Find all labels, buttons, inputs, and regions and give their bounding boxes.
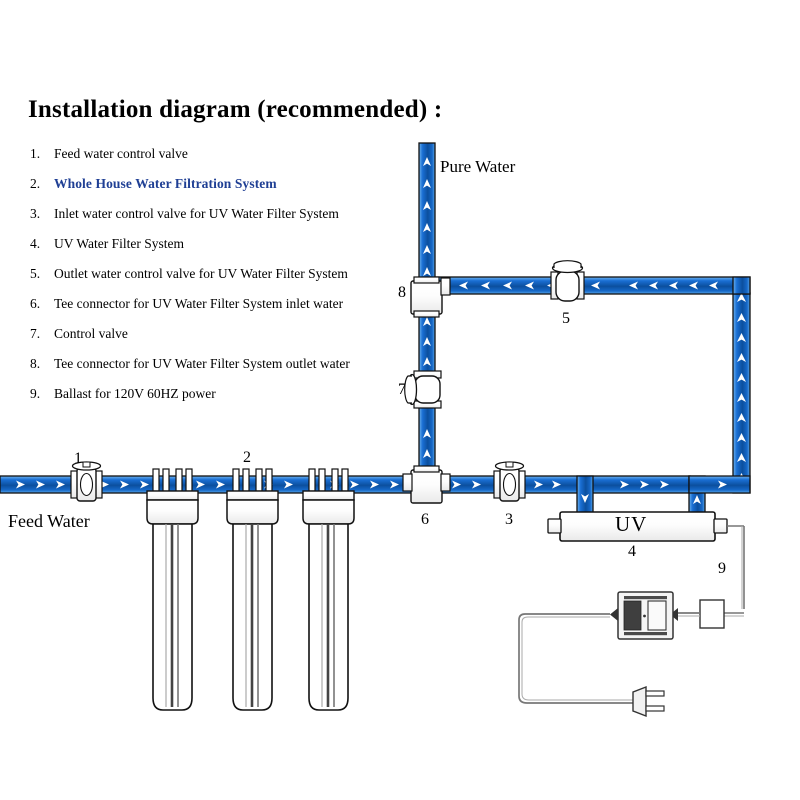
- filter-housing-3: [302, 468, 355, 711]
- callout-7: 7: [398, 381, 406, 398]
- legend-item-label: UV Water Filter System: [54, 236, 185, 251]
- callout-9: 9: [718, 560, 726, 577]
- legend-item-3: 3. Inlet water control valve for UV Wate…: [30, 206, 410, 236]
- flow-arrow-uv-outlet: [693, 495, 701, 504]
- legend-item-label: Tee connector for UV Water Filter System…: [54, 296, 344, 311]
- legend-item-label: Feed water control valve: [54, 146, 188, 161]
- valve-feed-water[interactable]: [70, 461, 103, 502]
- legend-item-8: 8. Tee connector for UV Water Filter Sys…: [30, 356, 410, 386]
- callout-8: 8: [398, 284, 406, 301]
- legend-item-number: 1.: [30, 146, 41, 161]
- elbow-bottom-right: [688, 475, 751, 494]
- valve-uv-outlet[interactable]: [550, 260, 585, 302]
- legend-item-6: 6. Tee connector for UV Water Filter Sys…: [30, 296, 410, 326]
- feed-water-label: Feed Water: [8, 511, 90, 531]
- legend-item-7: 7. Control valve: [30, 326, 410, 356]
- tee-connector-outlet: [410, 276, 451, 318]
- ballast-wiring: [518, 525, 745, 718]
- uv-water-filter-unit: [547, 511, 728, 542]
- callout-1: 1: [74, 450, 82, 467]
- legend-item-label: Inlet water control valve for UV Water F…: [54, 206, 339, 221]
- legend-item-2: 2. Whole House Water Filtration System: [30, 176, 410, 206]
- valve-control-vertical[interactable]: [404, 370, 442, 409]
- legend-list: 1. Feed water control valve 2. Whole Hou…: [30, 146, 410, 416]
- flow-arrow-uv-inlet: [581, 494, 589, 503]
- legend-item-number: 3.: [30, 206, 41, 221]
- legend-item-number: 2.: [30, 176, 41, 191]
- legend-item-number: 4.: [30, 236, 41, 251]
- valve-uv-inlet[interactable]: [493, 461, 526, 502]
- page-title: Installation diagram (recommended) :: [28, 96, 443, 123]
- filter-housing-2: [226, 468, 279, 711]
- legend-item-number: 6.: [30, 296, 41, 311]
- callout-3: 3: [505, 511, 513, 528]
- pure-water-label: Pure Water: [440, 157, 516, 176]
- filter-housing-1: [146, 468, 199, 711]
- callout-5: 5: [562, 310, 570, 327]
- legend-item-label: Ballast for 120V 60HZ power: [54, 386, 216, 401]
- flow-arrows-pure-water: [423, 157, 431, 276]
- pipe-pure-water-riser: [418, 142, 436, 284]
- legend-item-number: 5.: [30, 266, 41, 281]
- legend-item-number: 9.: [30, 386, 41, 401]
- legend-item-5: 5. Outlet water control valve for UV Wat…: [30, 266, 410, 296]
- pipe-top-return: [429, 276, 751, 295]
- callout-2: 2: [243, 449, 251, 466]
- legend-item-number: 7.: [30, 326, 41, 341]
- uv-unit-label: UV: [615, 512, 648, 536]
- elbow-top-right: [732, 276, 751, 295]
- legend-item-4: 4. UV Water Filter System: [30, 236, 410, 266]
- legend-item-label: Tee connector for UV Water Filter System…: [54, 356, 350, 371]
- tee-connector-inlet: [402, 465, 451, 504]
- legend-item-label: Whole House Water Filtration System: [54, 176, 277, 191]
- callout-4: 4: [628, 543, 636, 560]
- legend-item-number: 8.: [30, 356, 41, 371]
- legend-item-1: 1. Feed water control valve: [30, 146, 410, 176]
- pipe-uv-inlet-drop: [576, 475, 594, 515]
- callout-6: 6: [421, 511, 429, 528]
- legend-item-9: 9. Ballast for 120V 60HZ power: [30, 386, 410, 416]
- legend-item-label: Control valve: [54, 326, 128, 341]
- legend-item-label: Outlet water control valve for UV Water …: [54, 266, 348, 281]
